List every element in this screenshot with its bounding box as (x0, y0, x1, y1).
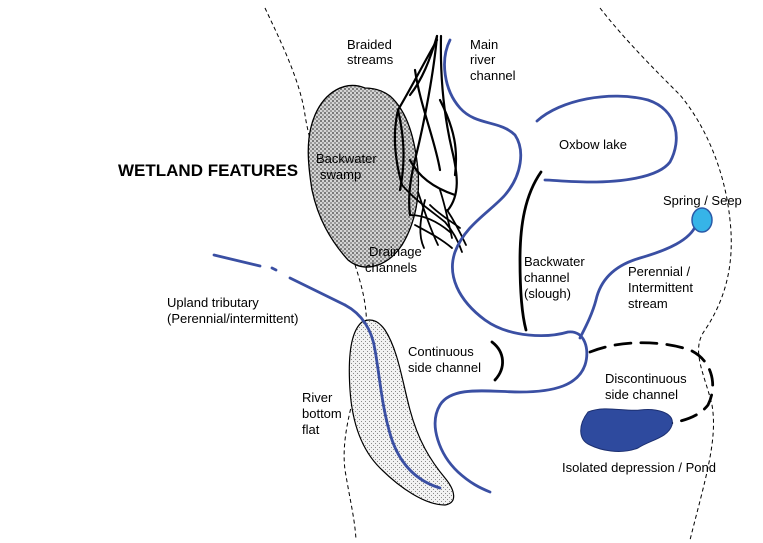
river-bottom-flat-area (348, 319, 455, 506)
label-braided-streams: Braided streams (347, 37, 395, 67)
label-river-bottom-flat: River bottom flat (302, 390, 345, 437)
label-main-river-channel: Main river channel (470, 37, 516, 83)
upland-tributary-channel (343, 303, 442, 490)
diagram-title: WETLAND FEATURES (118, 161, 298, 180)
left-valley-wall (264, 7, 368, 541)
main-river-channel (433, 38, 589, 494)
label-spring-seep: Spring / Seep (663, 193, 742, 208)
label-oxbow-lake: Oxbow lake (559, 137, 627, 152)
drainage-channels (401, 184, 467, 253)
label-discontinuous-side-channel: Discontinuous side channel (605, 371, 690, 402)
perennial-stream (578, 223, 698, 340)
spring-seep-marker (691, 207, 713, 233)
discontinuous-side-channel (588, 341, 715, 427)
upland-tributary-dashed (212, 253, 347, 307)
label-isolated-depression: Isolated depression / Pond (562, 460, 716, 475)
isolated-depression-pond (580, 408, 673, 452)
backwater-swamp-area (307, 84, 420, 268)
backwater-channel-slough (518, 170, 543, 332)
right-valley-wall (599, 7, 732, 541)
oxbow-lake (535, 94, 678, 184)
continuous-side-channel (490, 340, 504, 382)
label-continuous-side-channel: Continuous side channel (408, 344, 481, 375)
label-drainage-channels: Drainage channels (365, 244, 425, 275)
label-upland-tributary: Upland tributary (Perennial/intermittent… (167, 295, 299, 326)
label-perennial-stream: Perennial / Intermittent stream (628, 264, 697, 311)
label-backwater-channel: Backwater channel (slough) (524, 254, 588, 301)
label-backwater-swamp: Backwater swamp (316, 151, 380, 182)
braided-streams (393, 34, 458, 217)
